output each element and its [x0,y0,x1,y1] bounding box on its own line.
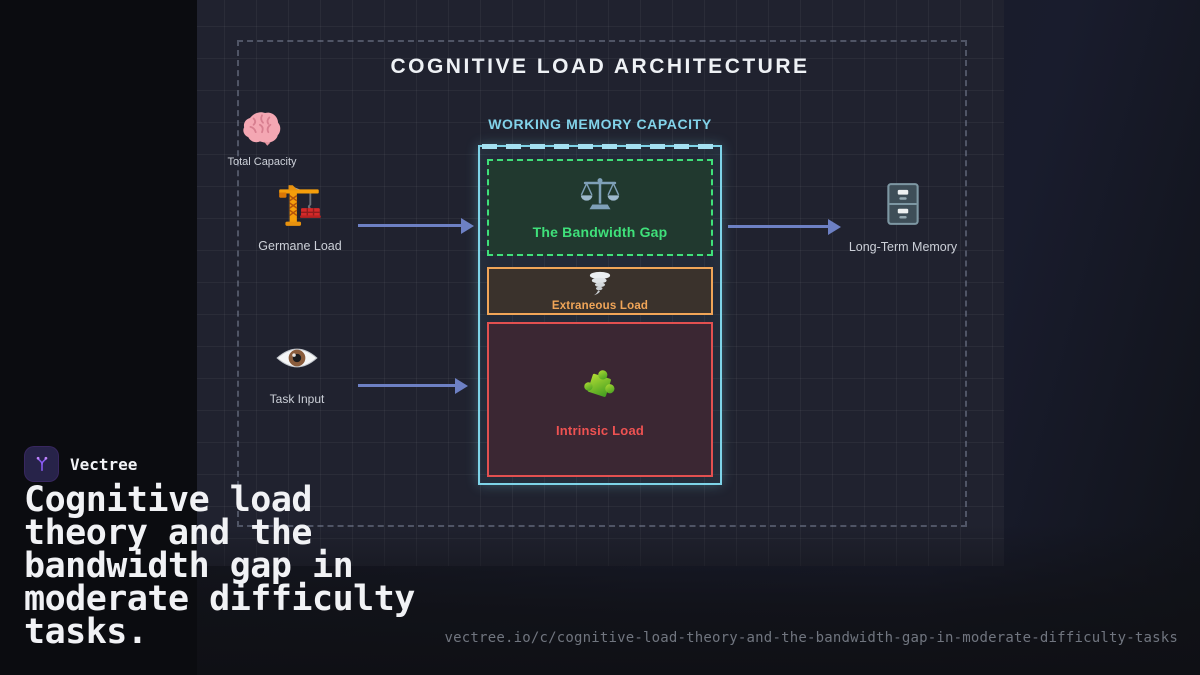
section-bandwidth-gap: The Bandwidth Gap [487,159,713,256]
balance-scale-icon [579,176,621,212]
node-label: Germane Load [258,239,342,253]
vectree-logo-icon [25,447,58,481]
arrow-germane-to-working-memory [358,217,474,234]
node-task-input: Task Input [257,344,337,406]
bottom-fade-overlay [197,525,1200,675]
working-memory-capacity-label: WORKING MEMORY CAPACITY [488,116,712,132]
section-intrinsic-load: Intrinsic Load [487,322,713,477]
section-extraneous-load: Extraneous Load [487,267,713,315]
section-label: Extraneous Load [551,300,649,312]
brand-row: Vectree [25,447,137,481]
node-label: Task Input [269,392,325,406]
node-germane-load: Germane Load [252,181,348,253]
arrow-task-input-to-working-memory [358,377,468,394]
tornado-icon [586,270,614,298]
working-memory-container: The Bandwidth Gap Extraneous Load [478,144,722,485]
diagram-canvas: COGNITIVE LOAD ARCHITECTURE WORKING MEMO… [197,0,1004,566]
eye-icon [275,344,319,372]
node-label: Long-Term Memory [848,240,958,254]
section-label: Intrinsic Load [555,423,645,438]
arrow-working-memory-to-long-term [728,218,841,235]
poster-caption: Cognitive load theory and the bandwidth … [24,480,415,652]
footer-url: vectree.io/c/cognitive-load-theory-and-t… [444,630,1178,646]
section-label: The Bandwidth Gap [532,223,668,240]
left-background-strip [0,0,197,675]
container-dashed-top-border [482,144,718,149]
node-label: Total Capacity [227,156,297,168]
diagram-title: COGNITIVE LOAD ARCHITECTURE [390,55,810,78]
puzzle-piece-icon [576,361,624,409]
brain-icon [241,110,283,148]
file-cabinet-icon [882,181,924,227]
node-long-term-memory: Long-Term Memory [833,181,973,254]
node-total-capacity: Total Capacity [222,110,302,168]
crane-icon [275,181,325,229]
brand-name: Vectree [70,454,138,474]
